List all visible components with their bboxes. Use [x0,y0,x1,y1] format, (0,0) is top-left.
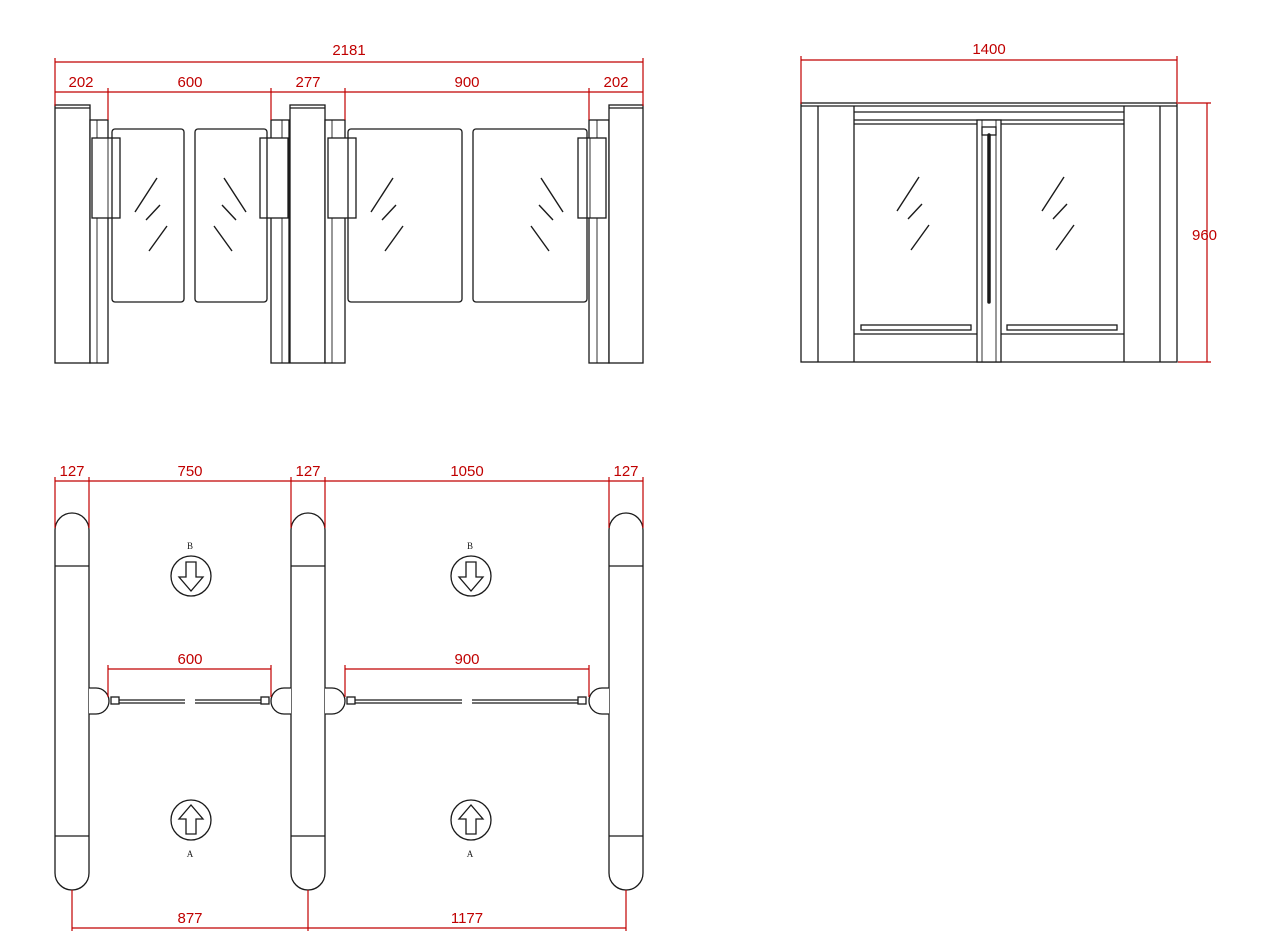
side-height: 960 [1192,227,1217,244]
front-segment-1: 202 [68,74,93,91]
side-dimensions: 1400 960 [800,41,1217,363]
plan-bottom-segment-1: 877 [177,910,202,927]
lane1-label-bottom: A [187,849,194,859]
front-segment-4: 900 [454,74,479,91]
plan-view: B A B A 127 [54,463,644,931]
front-glass-panels [111,128,588,303]
lane2-label-top: B [467,541,473,551]
plan-top-segment-2: 750 [177,463,202,480]
plan-middle-cabinet [270,512,346,891]
front-segment-3: 277 [295,74,320,91]
front-overall-width: 2181 [332,42,365,59]
plan-top-segment-1: 127 [59,463,84,480]
plan-gates [110,696,587,705]
front-segment-2: 600 [177,74,202,91]
lane2-label-bottom: A [467,849,474,859]
arrow-up-circle-icon [170,799,212,841]
plan-bottom-segment-2: 1177 [451,910,483,927]
front-segment-5: 202 [603,74,628,91]
plan-opening-2: 900 [454,651,479,668]
front-right-cabinet [577,104,644,364]
arrow-down-circle-icon [170,555,212,597]
front-dimensions: 2181 202 600 277 900 202 [54,42,644,120]
plan-left-cabinet [54,512,110,891]
plan-dimensions: 127 750 127 1050 127 600 900 877 1177 [54,463,644,931]
side-view: 1400 960 [800,41,1217,363]
arrow-down-circle-icon [450,555,492,597]
front-view: 2181 202 600 277 900 202 [54,42,644,364]
plan-right-cabinet [588,512,644,891]
plan-top-segment-5: 127 [613,463,638,480]
arrow-up-circle-icon [450,799,492,841]
lane1-label-top: B [187,541,193,551]
plan-top-segment-4: 1050 [450,463,483,480]
plan-top-segment-3: 127 [295,463,320,480]
front-left-cabinet [54,104,121,364]
plan-opening-1: 600 [177,651,202,668]
side-width: 1400 [972,41,1005,58]
front-middle-cabinet [259,104,357,364]
